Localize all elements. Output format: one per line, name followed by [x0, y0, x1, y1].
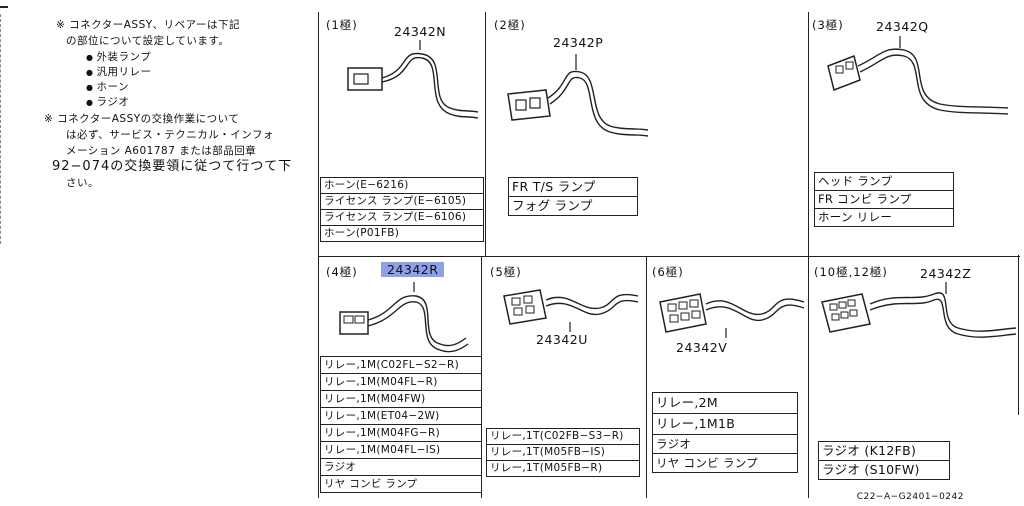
cell4-usage-list: リレー,1M(C02FL−S2−R) リレー,1M(M04FL−R) リレー,1…	[320, 356, 482, 493]
usage-row: ライセンス ランプ(E−6106)	[321, 210, 483, 226]
usage-row: リレー,1T(M05FB−IS)	[487, 445, 639, 461]
cell6-part-number: 24342V	[676, 340, 728, 355]
usage-row: リレー,1M(M04FL−R)	[321, 374, 481, 391]
note-item: 外装ランプ	[86, 50, 314, 65]
usage-row: リレー,2M	[653, 393, 797, 414]
usage-row: リレー,1M1B	[653, 414, 797, 435]
connector-6pin-icon	[659, 293, 805, 338]
connector-2pin-icon	[507, 54, 649, 137]
grid-divider-67	[808, 256, 809, 498]
usage-row: ラジオ	[321, 459, 481, 476]
cell4-part-number: 24342R	[381, 262, 445, 277]
right-edge-line	[1018, 255, 1019, 415]
cell7-pin-label: (10極,12極)	[814, 265, 888, 279]
cell5-pin-label: (5極)	[490, 265, 522, 279]
cell6-pin-label: (6極)	[652, 265, 684, 279]
connector-5pin-icon	[503, 289, 639, 332]
usage-row: ラジオ (K12FB)	[819, 442, 949, 461]
grid-divider-12	[485, 12, 486, 256]
usage-row: リレー,1M(M04FW)	[321, 391, 481, 408]
usage-row: ライセンス ランプ(E−6105)	[321, 194, 483, 210]
note-item: 汎用リレー	[86, 65, 314, 80]
connector-3pin-icon	[827, 36, 1009, 115]
grid-divider-23	[808, 12, 809, 256]
usage-row: ホーン リレー	[815, 209, 953, 227]
note-item-list: 外装ランプ 汎用リレー ホーン ラジオ	[56, 50, 314, 110]
note1-line2: の部位について設定しています。	[66, 35, 230, 47]
note2-line5: さい。	[66, 177, 99, 189]
usage-row: リレー,1T(M05FB−R)	[487, 461, 639, 477]
usage-row: リヤ コンビ ランプ	[653, 454, 797, 473]
note2-line3: メーション A601787 または部品回章	[66, 145, 257, 157]
usage-row: ラジオ	[653, 435, 797, 454]
cell1-usage-list: ホーン(E−6216) ライセンス ランプ(E−6105) ライセンス ランプ(…	[320, 177, 484, 242]
cell3-pin-label: (3極)	[812, 18, 844, 32]
cell2-part-number: 24342P	[553, 35, 604, 50]
cell4-part-highlight: 24342R	[381, 262, 445, 277]
usage-row: FR T/S ランプ	[509, 178, 637, 197]
grid-border-left	[318, 12, 319, 498]
usage-row: ホーン(P01FB)	[321, 226, 483, 242]
usage-row: リレー,1M(ET04−2W)	[321, 408, 481, 425]
usage-row: ヘッド ランプ	[815, 173, 953, 191]
cell1-part-number: 24342N	[394, 24, 447, 39]
cell5-usage-list: リレー,1T(C02FB−S3−R) リレー,1T(M05FB−IS) リレー,…	[486, 428, 640, 477]
left-edge-line	[0, 14, 2, 244]
usage-row: リヤ コンビ ランプ	[321, 476, 481, 493]
note2-line1: ※ コネクターASSYの交換作業について	[44, 113, 240, 125]
notes-panel: ※ コネクターASSY、リペアーは下記 の部位について設定しています。 外装ラン…	[44, 18, 314, 192]
grid-divider-row	[318, 256, 1020, 257]
figure-code: C22−A−G2401−0242	[856, 492, 964, 502]
cell5-part-number: 24342U	[536, 332, 588, 347]
cell2-pin-label: (2極)	[494, 18, 526, 32]
left-edge-tick	[0, 6, 8, 8]
usage-row: FR コンビ ランプ	[815, 191, 953, 209]
note-item: ホーン	[86, 80, 314, 95]
usage-row: リレー,1M(C02FL−S2−R)	[321, 357, 481, 374]
usage-row: リレー,1T(C02FB−S3−R)	[487, 429, 639, 445]
note2-line2: は必ず、サービス・テクニカル・インフォ	[66, 129, 274, 141]
cell7-usage-list: ラジオ (K12FB) ラジオ (S10FW)	[818, 441, 950, 480]
cell3-usage-list: ヘッド ランプ FR コンビ ランプ ホーン リレー	[814, 172, 954, 227]
usage-row: ラジオ (S10FW)	[819, 461, 949, 480]
connector-4pin-icon	[339, 282, 469, 353]
connector-10-12pin-icon	[821, 282, 1017, 338]
usage-row: リレー,1M(M04FL−IS)	[321, 442, 481, 459]
connector-1pin-icon	[347, 40, 479, 119]
cell6-usage-list: リレー,2M リレー,1M1B ラジオ リヤ コンビ ランプ	[652, 392, 798, 473]
usage-row: ホーン(E−6216)	[321, 178, 483, 194]
grid-divider-56	[646, 256, 647, 498]
cell3-part-number: 24342Q	[876, 19, 929, 34]
cell1-pin-label: (1極)	[326, 18, 358, 32]
cell7-part-number: 24342Z	[920, 266, 972, 281]
note1-line1: ※ コネクターASSY、リペアーは下記	[56, 19, 241, 31]
usage-row: フォグ ランプ	[509, 197, 637, 216]
note-item: ラジオ	[86, 95, 314, 110]
cell2-usage-list: FR T/S ランプ フォグ ランプ	[508, 177, 638, 216]
cell4-pin-label: (4極)	[326, 265, 358, 279]
usage-row: リレー,1M(M04FG−R)	[321, 425, 481, 442]
note2-line4: 92−074の交換要領に従つて行つて下	[52, 159, 293, 174]
